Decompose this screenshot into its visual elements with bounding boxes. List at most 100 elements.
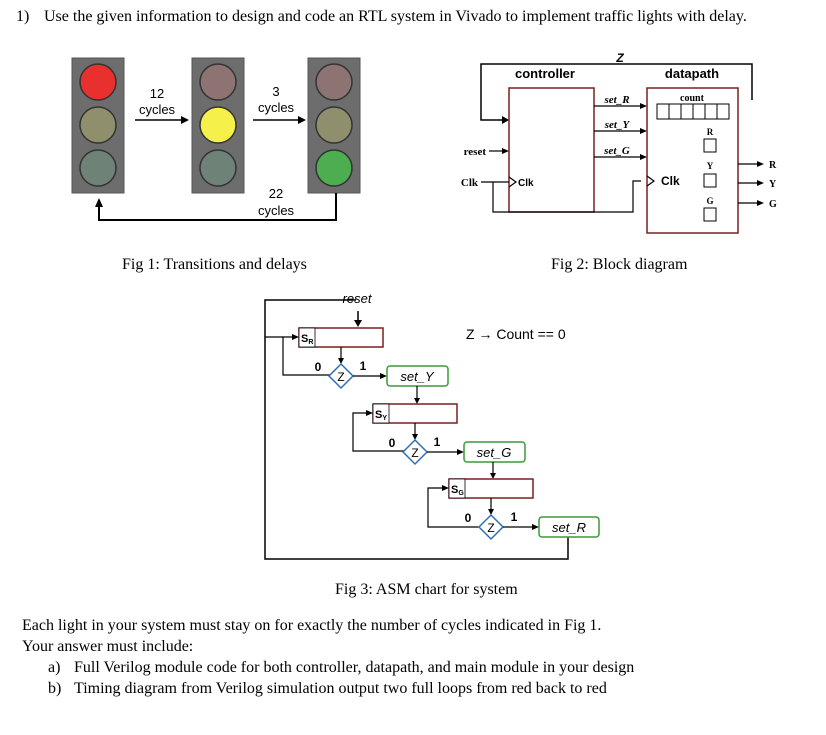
decision-3-zero: 0 — [465, 511, 472, 525]
set-r-label: set_R — [603, 94, 629, 106]
fig1-transitions-diagram: 12 cycles 3 cycles 22 cycles — [71, 57, 361, 221]
requirement-b-label: b) — [48, 680, 62, 697]
decision-diamond-3 — [477, 513, 505, 541]
datapath-label: datapath — [665, 66, 719, 81]
yellow-lamp-off — [79, 106, 117, 144]
green-lamp-off — [79, 149, 117, 187]
arrowhead-icon — [366, 410, 373, 416]
controller-label: controller — [515, 66, 575, 81]
arrowhead-icon — [338, 358, 344, 364]
state-sg-tag — [448, 478, 466, 499]
green-lamp-on — [315, 149, 353, 187]
state-sr-label: SR — [301, 333, 313, 346]
requirement-b-text: Timing diagram from Verilog simulation o… — [74, 680, 607, 697]
out-y-label: Y — [769, 179, 777, 190]
arrowhead-icon — [757, 200, 764, 206]
controller-block — [508, 87, 595, 213]
instruction-line-2: Your answer must include: — [22, 638, 194, 655]
arrowhead-icon — [442, 485, 449, 491]
sg-loop-back — [427, 487, 480, 528]
count-label: count — [680, 93, 705, 104]
state-sg-label: SG — [451, 484, 464, 497]
decision-3-one: 1 — [511, 510, 518, 524]
arrowhead-icon — [502, 116, 509, 124]
state-sy-label: SY — [375, 409, 387, 422]
reg-r-box — [703, 138, 717, 153]
question-text: Use the given information to design and … — [44, 8, 747, 25]
reg-y-box — [703, 173, 717, 188]
arrowhead-icon — [380, 373, 387, 379]
state-sy-tag — [372, 403, 390, 424]
out-r-label: R — [769, 160, 777, 171]
set-g-output-box — [463, 441, 526, 463]
arrowhead-icon — [640, 128, 647, 134]
decision-2-label: Z — [411, 446, 418, 460]
arrowhead-icon — [95, 198, 103, 207]
clk-input-label: Clk — [461, 177, 479, 189]
reg-r-label: R — [707, 127, 714, 137]
arrowhead-icon — [292, 334, 299, 340]
decision-diamond-1 — [327, 362, 355, 390]
arrowhead-icon — [414, 398, 420, 404]
decision-3-label: Z — [487, 521, 494, 535]
set-g-label: set_G — [603, 145, 630, 157]
decision-2-zero: 0 — [389, 436, 396, 450]
green-duration-unit: cycles — [258, 203, 295, 218]
arrowhead-icon — [532, 524, 539, 530]
arrowhead-icon — [757, 180, 764, 186]
instructions: Each light in your system must stay on f… — [22, 615, 634, 699]
asm-reset-label: reset — [343, 291, 373, 306]
z-signal-label: Z — [615, 51, 624, 65]
red-duration-count: 12 — [150, 86, 164, 101]
arrowhead-icon — [640, 154, 647, 160]
yellow-lamp-on — [199, 106, 237, 144]
decision-2-one: 1 — [434, 435, 441, 449]
outer-return-loop — [264, 299, 569, 560]
fig1-caption: Fig 1: Transitions and delays — [122, 256, 307, 273]
fig2-block-diagram: Z controller datapath set_R set_Y set_G … — [461, 51, 777, 234]
arrowhead-icon — [757, 161, 764, 167]
set-y-output-label: set_Y — [400, 369, 435, 384]
set-r-output-box — [538, 516, 600, 538]
sy-loop-back — [352, 412, 404, 452]
instruction-line-1: Each light in your system must stay on f… — [22, 617, 602, 634]
clk-to-datapath-wire — [492, 180, 641, 213]
arrowhead-icon — [354, 320, 362, 327]
sr-loop-back — [282, 336, 330, 376]
green-lamp-off — [199, 149, 237, 187]
set-y-label: set_Y — [604, 119, 631, 131]
reg-g-box — [703, 207, 717, 222]
fig2-caption: Fig 2: Block diagram — [551, 256, 688, 273]
fig3-caption: Fig 3: ASM chart for system — [335, 581, 518, 598]
datapath-clk-label: Clk — [661, 174, 680, 188]
requirement-item-b: b) Timing diagram from Verilog simulation… — [22, 678, 634, 699]
red-lamp-on — [79, 63, 117, 101]
arrowhead-icon — [502, 148, 509, 154]
datapath-clock-icon — [646, 175, 656, 187]
decision-diamond-2 — [401, 438, 429, 466]
state-sr-tag — [298, 327, 316, 348]
decision-1-one: 1 — [360, 359, 367, 373]
requirement-item-a: a) Full Verilog module code for both cont… — [22, 657, 634, 678]
arrowhead-icon — [181, 116, 189, 124]
controller-clk-label: Clk — [518, 178, 534, 189]
requirement-a-label: a) — [48, 659, 61, 676]
arrowhead-icon — [457, 449, 464, 455]
arrowhead-icon — [412, 434, 418, 440]
fig3-asm-chart: reset SR Z 0 1 set_Y SY Z 0 1 set_G SG Z… — [264, 291, 600, 560]
decision-1-zero: 0 — [315, 360, 322, 374]
reg-y-label: Y — [707, 161, 714, 171]
question-heading: 1) Use the given information to design an… — [16, 8, 747, 26]
arrowhead-icon — [298, 116, 306, 124]
red-duration-unit: cycles — [139, 102, 176, 117]
question-number: 1) — [16, 8, 30, 25]
red-lamp-off — [199, 63, 237, 101]
decision-1-label: Z — [337, 370, 344, 384]
yellow-duration-count: 3 — [272, 84, 279, 99]
z-feedback-wire — [480, 63, 753, 121]
yellow-lamp-off — [315, 106, 353, 144]
arrowhead-icon — [488, 509, 494, 515]
reset-input-label: reset — [464, 146, 487, 158]
requirement-a-text: Full Verilog module code for both contro… — [74, 659, 635, 676]
reg-g-label: G — [706, 196, 713, 206]
